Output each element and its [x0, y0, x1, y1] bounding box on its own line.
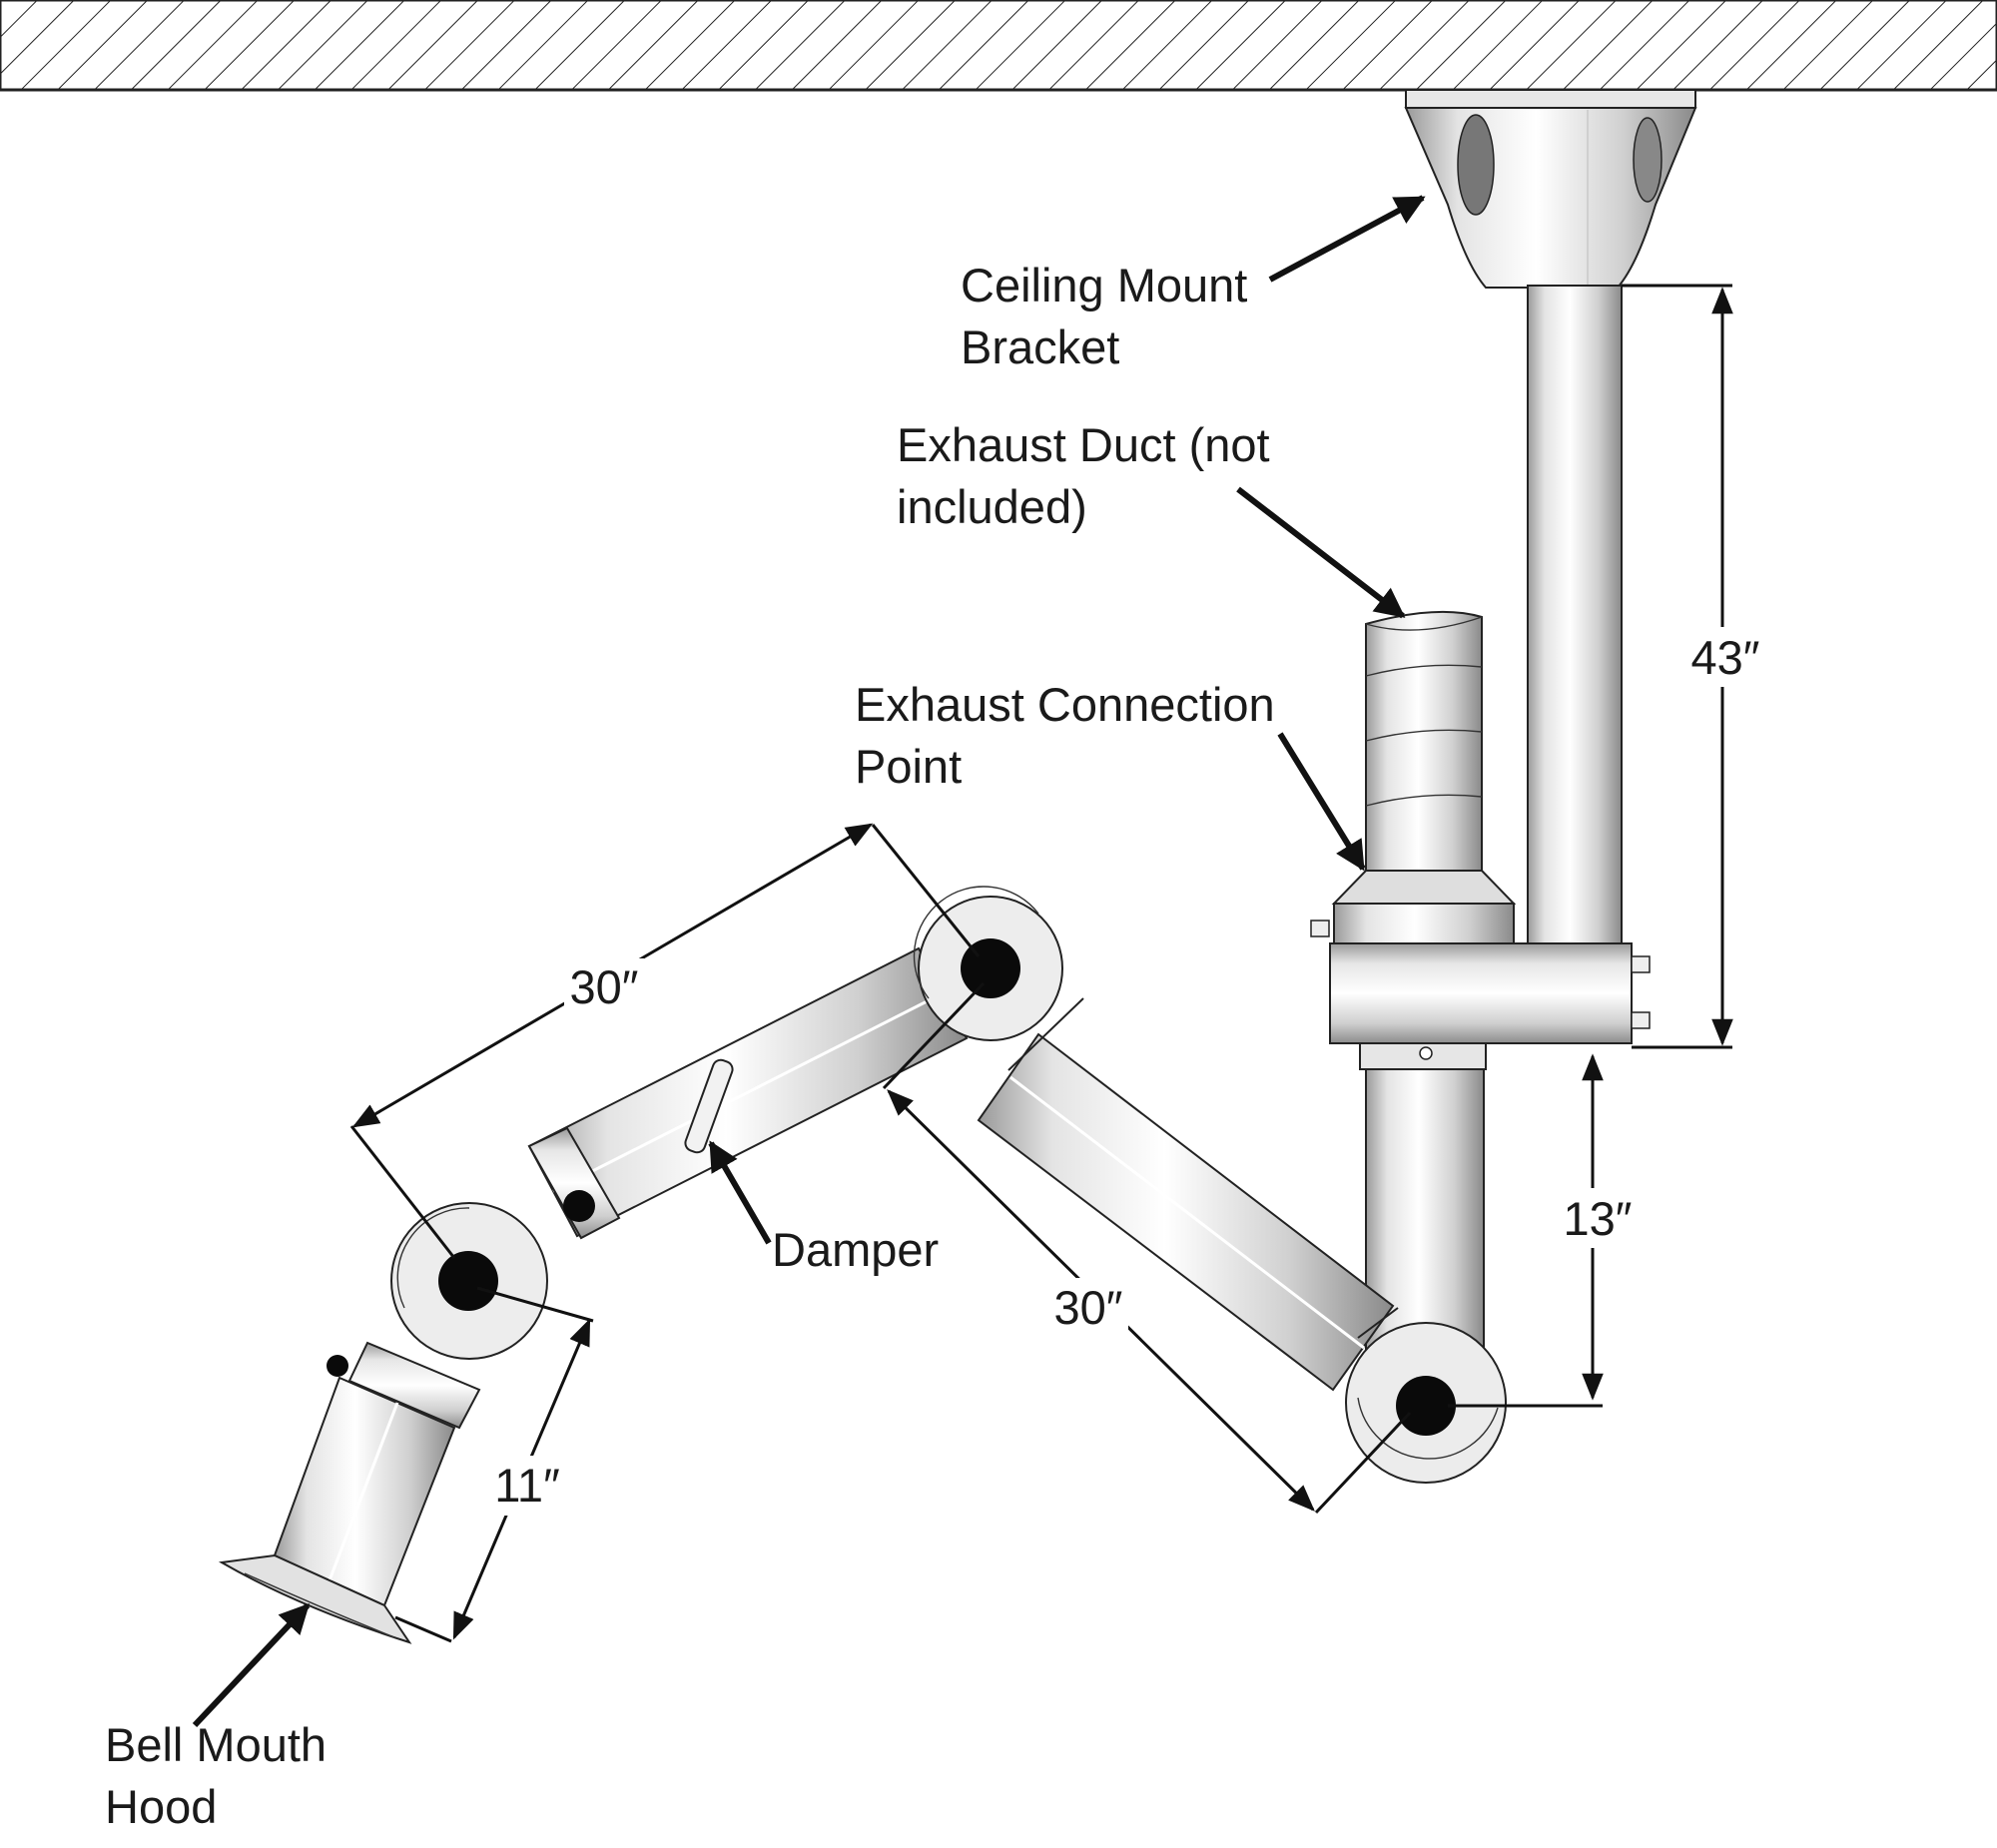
bell-mouth-hood [218, 1553, 412, 1644]
hood-tube [273, 1341, 481, 1607]
lower-arm-tube [977, 997, 1399, 1392]
base-joint [1345, 1322, 1507, 1484]
swivel-housing [1329, 942, 1651, 1070]
hood-joint [390, 1202, 548, 1360]
bell-mouth-label: Bell Mouth Hood [105, 1718, 339, 1833]
exhaust-connection-collar [1310, 870, 1517, 944]
elbow-joint [913, 886, 1063, 1041]
ceiling [0, 0, 1997, 92]
vertical-drop-pipe [1527, 285, 1623, 947]
leader-ceiling-mount [1268, 195, 1426, 283]
leader-bell-mouth [192, 1602, 311, 1728]
leader-exhaust-duct [1236, 486, 1406, 619]
dimension-13-label: 13″ [1564, 1192, 1633, 1245]
dimension-30-lower-label: 30″ [1054, 1281, 1123, 1334]
dimension-30-upper: 30″ [349, 823, 981, 1259]
dimension-43: 43″ [1622, 284, 1765, 1049]
damper-label: Damper [772, 1223, 939, 1276]
exhaust-duct [1365, 610, 1483, 872]
dimension-11-label: 11″ [494, 1459, 559, 1512]
dimension-13: 13″ [1448, 1053, 1633, 1408]
dimension-30-upper-label: 30″ [570, 960, 639, 1013]
ceiling-mount-label: Ceiling Mount Bracket [961, 259, 1260, 373]
exhaust-connection-label: Exhaust Connection Point [855, 678, 1288, 793]
leader-damper [708, 1140, 772, 1245]
ceiling-mount-bracket [1404, 89, 1697, 289]
exhaust-duct-label: Exhaust Duct (not included) [897, 418, 1283, 533]
dimension-43-label: 43″ [1691, 631, 1760, 684]
dimension-30-lower: 30″ [882, 981, 1412, 1515]
dimension-11: 11″ [394, 1286, 594, 1643]
leader-exhaust-connection [1277, 732, 1366, 872]
